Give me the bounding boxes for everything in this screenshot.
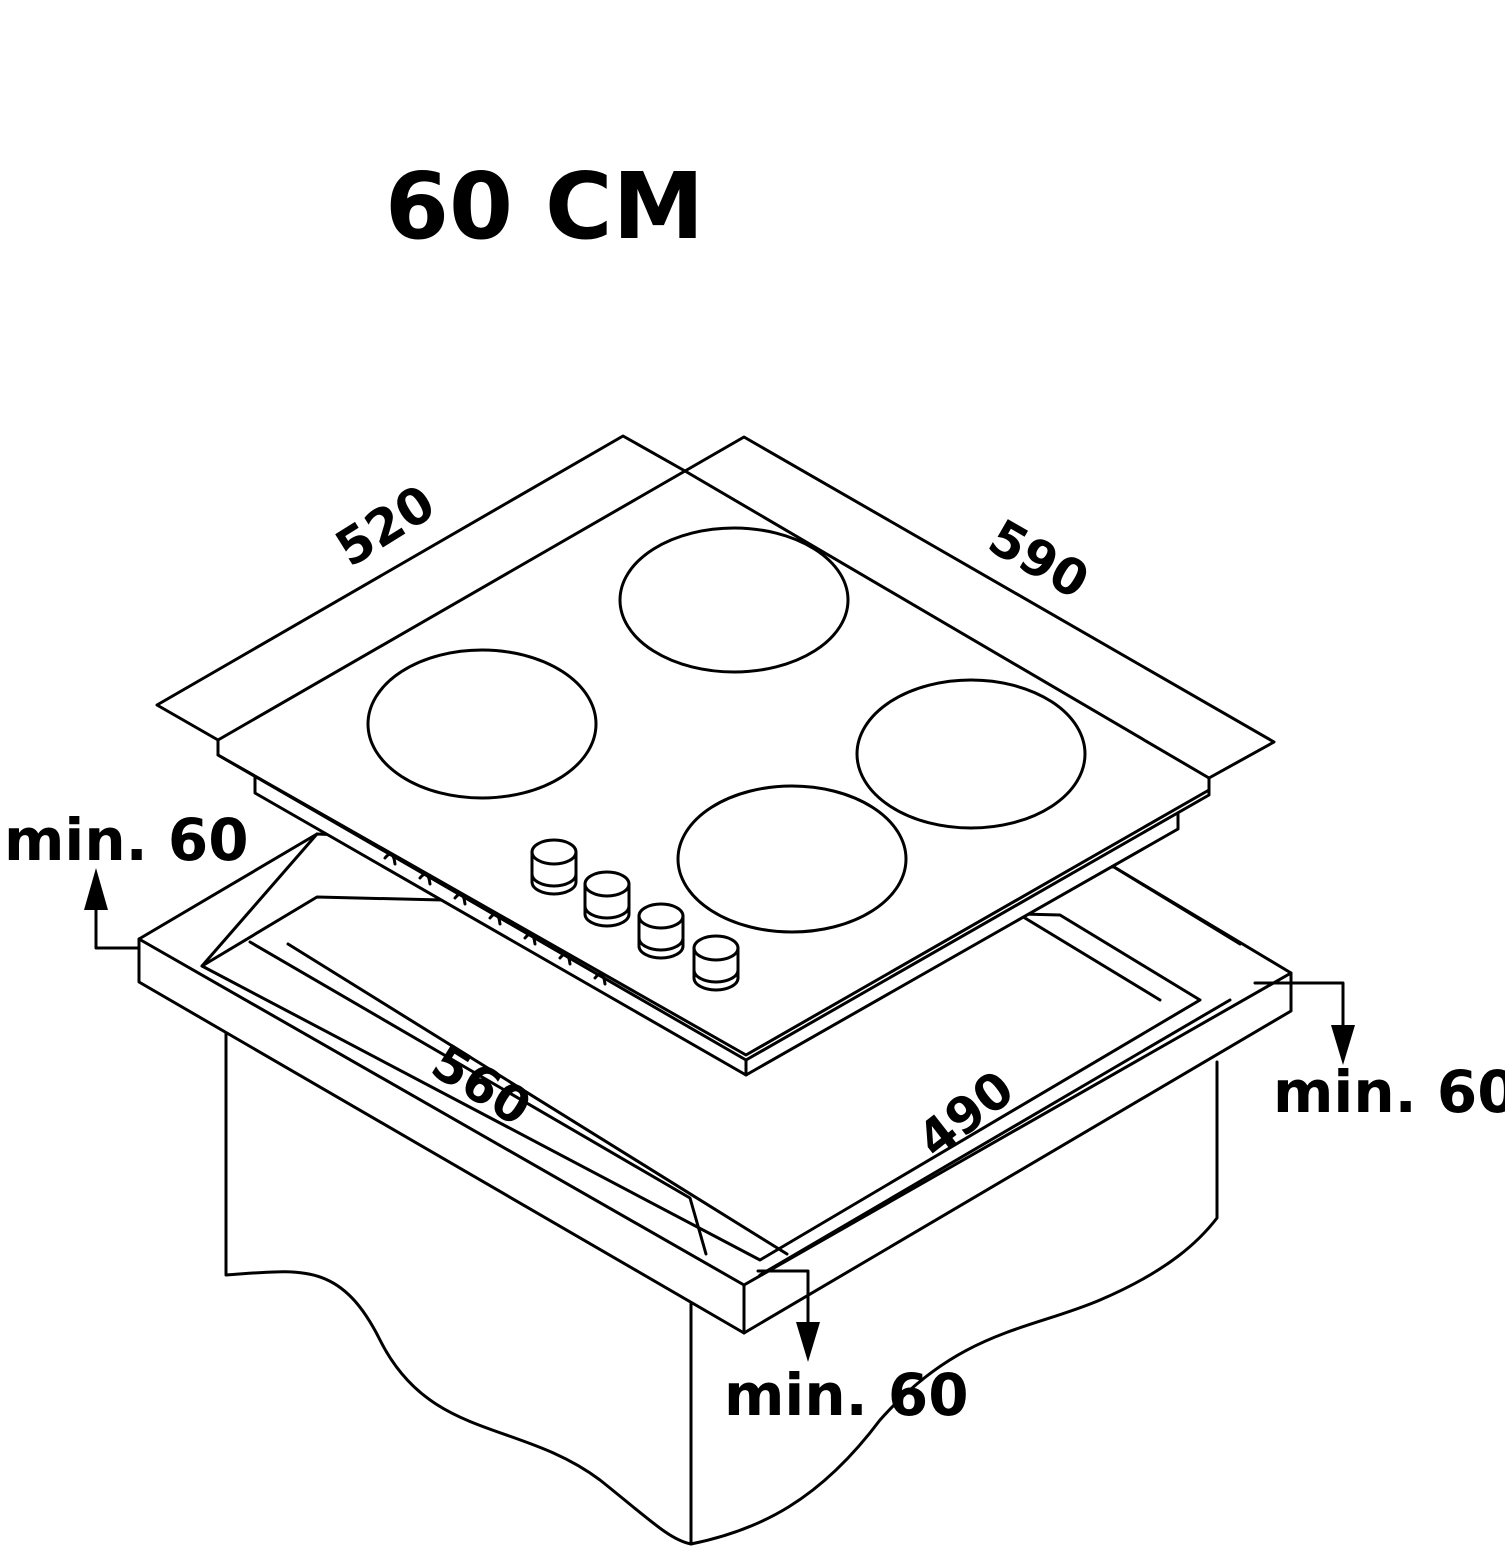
burner-front bbox=[676, 784, 908, 934]
back-clearance-label: min. 60 bbox=[4, 806, 249, 874]
burner-rear bbox=[618, 526, 850, 674]
burner-left bbox=[366, 648, 598, 800]
hob-depth-label: 520 bbox=[326, 474, 445, 578]
side-clearance-arrow bbox=[1253, 981, 1355, 1065]
title: 60 CM bbox=[385, 153, 704, 260]
hob bbox=[216, 469, 1211, 1077]
side-clearance-label: min. 60 bbox=[1273, 1058, 1505, 1126]
knob bbox=[637, 902, 685, 960]
knob bbox=[583, 870, 631, 928]
burner-right bbox=[855, 678, 1087, 830]
knob bbox=[692, 934, 740, 992]
cabinet bbox=[224, 1028, 1219, 1546]
knob bbox=[530, 838, 578, 896]
front-clearance-label: min. 60 bbox=[724, 1361, 969, 1429]
hob-width-label: 590 bbox=[979, 508, 1098, 610]
front-clearance-arrow bbox=[756, 1269, 820, 1362]
hob-dimension-lines bbox=[155, 434, 1276, 780]
back-clearance-arrow bbox=[84, 868, 141, 950]
